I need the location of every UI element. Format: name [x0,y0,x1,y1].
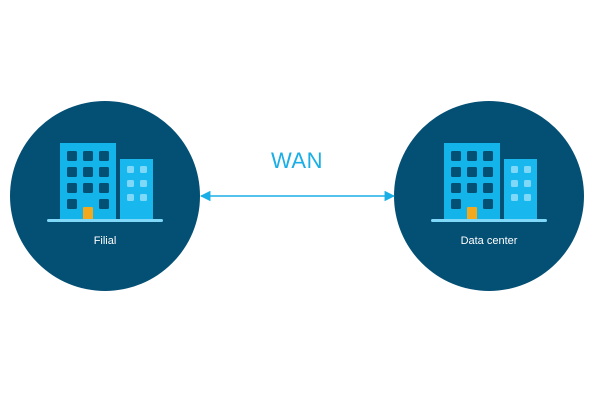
building-window [451,167,461,177]
building-side-window [524,194,531,201]
building-side-window [140,166,147,173]
building-window [83,167,93,177]
building-window [67,151,77,161]
building-side-window [511,194,518,201]
building-window [67,167,77,177]
building-window [99,167,109,177]
building-window [467,151,477,161]
building-side-tower [504,159,537,220]
building-window [467,183,477,193]
building-window [99,151,109,161]
building-ground-line [431,219,547,222]
node-datacenter: Data center [394,101,584,291]
building-window [483,151,493,161]
link-wan: WAN [199,148,396,202]
building-door [83,207,93,220]
building-side-window [127,180,134,187]
office-building-icon [47,143,163,222]
link-label: WAN [271,148,323,173]
building-window [99,183,109,193]
building-side-window [140,180,147,187]
building-window [483,199,493,209]
building-side-window [524,180,531,187]
building-window [451,183,461,193]
node-branch: Filial [10,101,200,291]
building-window [83,183,93,193]
building-window [483,183,493,193]
building-side-window [511,180,518,187]
building-side-window [127,194,134,201]
node-datacenter-label: Data center [461,235,518,247]
building-side-window [524,166,531,173]
building-window [83,151,93,161]
building-side-window [511,166,518,173]
building-window [451,199,461,209]
building-ground-line [47,219,163,222]
building-window [483,167,493,177]
building-side-tower [120,159,153,220]
building-window [67,183,77,193]
building-side-window [140,194,147,201]
building-window [451,151,461,161]
building-window [99,199,109,209]
office-building-icon [431,143,547,222]
building-door [467,207,477,220]
building-window [67,199,77,209]
node-branch-label: Filial [94,235,117,247]
building-window [467,167,477,177]
building-side-window [127,166,134,173]
